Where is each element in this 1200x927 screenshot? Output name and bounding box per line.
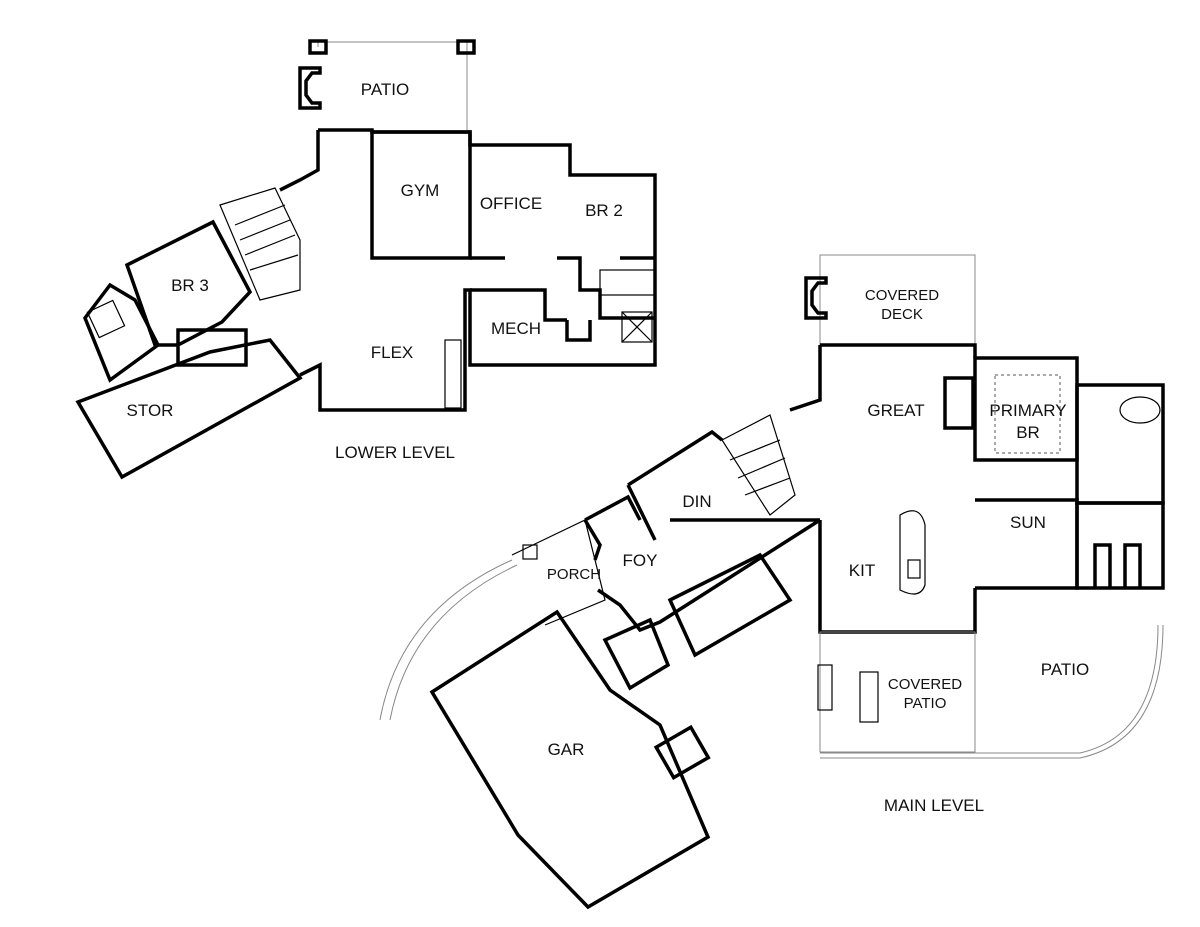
room-din	[627, 429, 724, 487]
patio-edge	[820, 624, 1164, 759]
fireplace-icon	[804, 276, 828, 320]
room-label-flex: FLEX	[371, 343, 414, 362]
patio-post	[308, 39, 328, 55]
lower-patio	[298, 39, 476, 130]
room-gym	[370, 130, 472, 260]
room-label-covered-deck-2: DECK	[881, 306, 923, 323]
room-label-main-patio: PATIO	[1041, 660, 1090, 679]
lower-stairs	[219, 187, 301, 301]
covered-patio	[819, 631, 976, 753]
room-foy	[584, 494, 642, 522]
fireplace-icon	[298, 66, 322, 110]
room-label-primary-br: PRIMARY	[989, 401, 1066, 420]
lower-level-plan	[75, 39, 657, 480]
room-label-kit: KIT	[849, 561, 875, 580]
covered-deck	[819, 254, 976, 345]
room-label-porch: PORCH	[547, 566, 601, 583]
main-level-title: MAIN LEVEL	[884, 796, 984, 815]
room-label-gar: GAR	[548, 740, 585, 759]
kitchen-island	[899, 510, 926, 595]
room-label-mech: MECH	[491, 319, 541, 338]
room-label-br2: BR 2	[585, 201, 623, 220]
room-mech	[470, 288, 567, 322]
room-label-primary-br-2: BR	[1016, 423, 1040, 442]
room-label-covered-deck: COVERED	[865, 287, 939, 304]
room-br2	[557, 256, 655, 320]
laundry	[667, 552, 793, 658]
fireplace-icon	[943, 376, 975, 430]
room-label-gym: GYM	[401, 181, 440, 200]
primary-bath	[1075, 383, 1165, 505]
room-label-stor: STOR	[127, 401, 174, 420]
room-label-covered-patio-2: PATIO	[904, 695, 947, 712]
room-label-covered-patio: COVERED	[888, 676, 962, 693]
room-gar	[429, 609, 711, 910]
room-label-foy: FOY	[623, 551, 658, 570]
lower-level-title: LOWER LEVEL	[335, 443, 455, 462]
room-label-din: DIN	[682, 492, 711, 511]
patio-post	[456, 39, 476, 55]
room-label-sun: SUN	[1010, 513, 1046, 532]
room-br3	[124, 219, 253, 347]
great-room	[820, 343, 977, 358]
porch	[511, 519, 606, 626]
room-label-office: OFFICE	[480, 194, 542, 213]
room-stor	[75, 338, 303, 480]
main-level-plan	[379, 254, 1165, 910]
main-stairs	[721, 414, 796, 516]
room-label-lower-patio: PATIO	[361, 80, 410, 99]
room-label-br3: BR 3	[171, 276, 209, 295]
room-label-great: GREAT	[867, 401, 924, 420]
